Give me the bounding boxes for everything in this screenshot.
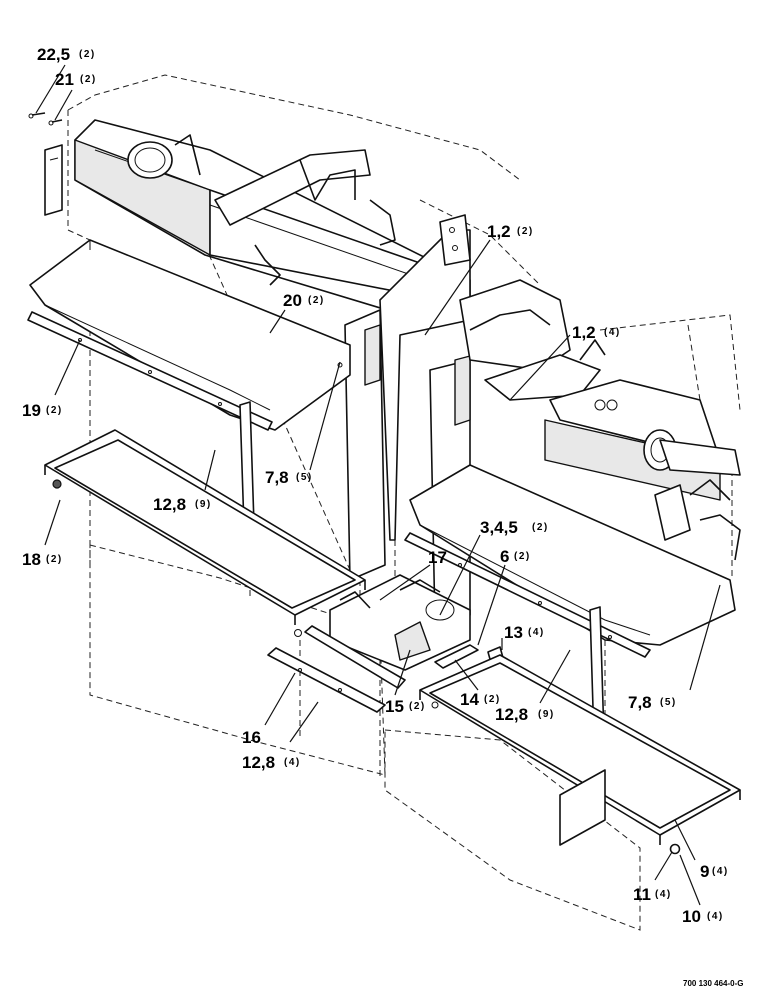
callout-22-5: 22,5 (2) <box>37 45 96 64</box>
callout-11: 11 (4) <box>633 885 672 904</box>
upper-right-mechanism <box>459 279 741 561</box>
callout-18: 18 (2) <box>22 550 63 569</box>
callout-12-8-center: 12,8 (4) <box>242 753 301 772</box>
callout-number: 1,2 <box>487 222 511 241</box>
callout-quantity: (5) <box>296 472 313 483</box>
callout-quantity: (2) <box>308 295 325 306</box>
callout-number: 16 <box>242 728 261 747</box>
callout-15: 15 (2) <box>385 697 426 716</box>
callout-quantity: (4) <box>712 866 729 877</box>
callout-1-2-lower: 1,2 (4) <box>572 323 621 342</box>
callout-number: 10 <box>682 907 701 926</box>
callout-19: 19 (2) <box>22 401 63 420</box>
callout-quantity: (4) <box>528 627 545 638</box>
callout-quantity: (2) <box>79 49 96 60</box>
callout-quantity: (2) <box>409 701 426 712</box>
callout-number: 7,8 <box>628 693 652 712</box>
callout-number: 12,8 <box>495 705 528 724</box>
callout-3-4-5: 3,4,5 (2) <box>480 518 549 537</box>
callout-quantity: (2) <box>484 694 501 705</box>
callout-number: 3,4,5 <box>480 518 518 537</box>
callout-quantity: (9) <box>538 709 555 720</box>
left-strip <box>27 311 273 431</box>
callout-7-8-right: 7,8 (5) <box>628 693 677 712</box>
callout-number: 13 <box>504 623 523 642</box>
callout-number: 17 <box>428 548 447 567</box>
callout-number: 12,8 <box>153 495 186 514</box>
callout-17: 17 <box>428 548 447 567</box>
callout-1-2-upper: 1,2 (2) <box>487 222 534 241</box>
upper-crossbeam-assembly <box>44 119 471 321</box>
callout-number: 18 <box>22 550 41 569</box>
callout-14: 14 (2) <box>460 690 501 709</box>
left-bottom-frame <box>44 429 366 637</box>
left-upper-shield <box>29 239 351 431</box>
callout-number: 12,8 <box>242 753 275 772</box>
callout-7-8-left: 7,8 (5) <box>265 468 313 487</box>
callout-quantity: (5) <box>660 697 677 708</box>
callout-number: 7,8 <box>265 468 289 487</box>
callout-number: 20 <box>283 291 302 310</box>
callout-quantity: (9) <box>195 499 212 510</box>
callout-quantity: (4) <box>604 327 621 338</box>
callout-quantity: (2) <box>517 226 534 237</box>
callout-number: 22,5 <box>37 45 70 64</box>
callout-quantity: (4) <box>655 889 672 900</box>
callout-13: 13 (4) <box>504 623 545 642</box>
callout-quantity: (2) <box>46 405 63 416</box>
callout-number: 21 <box>55 70 74 89</box>
callout-number: 9 <box>700 862 709 881</box>
right-upper-shield <box>409 464 736 646</box>
callout-12-8-left: 12,8 (9) <box>153 495 212 514</box>
callout-number: 1,2 <box>572 323 596 342</box>
callout-16: 16 <box>242 728 261 747</box>
center-support-plates <box>344 214 471 626</box>
drawing-reference-number: 700 130 464-0-G <box>683 979 744 988</box>
callout-9: 9(4) <box>700 862 729 881</box>
callout-number: 14 <box>460 690 479 709</box>
leader-lines <box>35 64 721 906</box>
callout-number: 11 <box>633 885 651 904</box>
callout-6: 6 (2) <box>500 547 531 566</box>
callout-10: 10 (4) <box>682 907 724 926</box>
callout-number: 6 <box>500 547 509 566</box>
callout-quantity: (2) <box>80 74 97 85</box>
callout-quantity: (2) <box>514 551 531 562</box>
callout-number: 15 <box>385 697 404 716</box>
bolt-hardware <box>28 112 63 126</box>
callout-quantity: (4) <box>284 757 301 768</box>
callout-21: 21 (2) <box>55 70 97 89</box>
callout-quantity: (2) <box>46 554 63 565</box>
center-plate <box>329 574 471 671</box>
callout-quantity: (2) <box>532 522 549 533</box>
center-angle-strip <box>267 625 406 713</box>
callout-quantity: (4) <box>707 911 724 922</box>
callout-20: 20 (2) <box>283 291 325 310</box>
callout-12-8-right: 12,8 (9) <box>495 705 555 724</box>
callout-number: 19 <box>22 401 41 420</box>
right-lower-panel <box>559 769 606 846</box>
